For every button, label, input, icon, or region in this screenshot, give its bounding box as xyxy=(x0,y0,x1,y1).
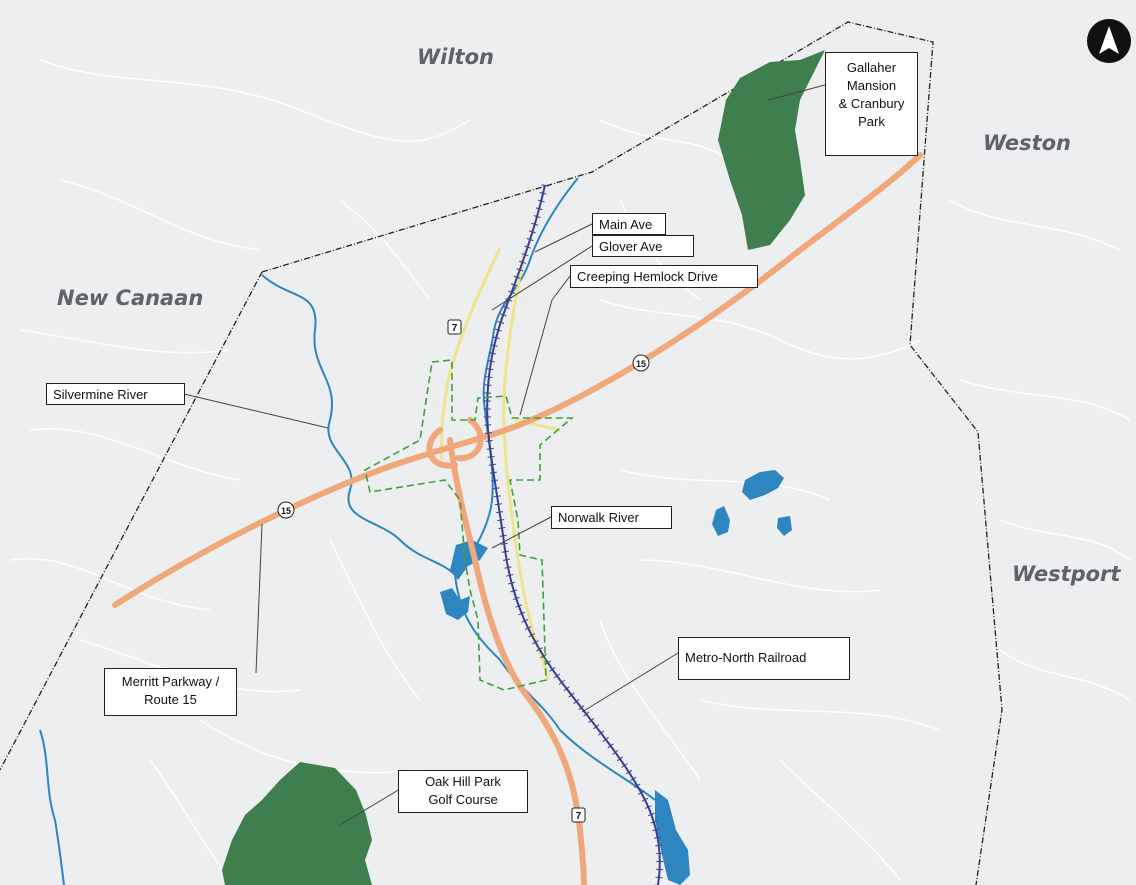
norwalk-river-line xyxy=(469,177,579,557)
north-arrow-icon xyxy=(1087,19,1131,63)
route-7-shield-label: 7 xyxy=(576,811,582,822)
callout-main-ave: Main Ave xyxy=(592,213,666,235)
callout-merritt-line-1: Merritt Parkway / xyxy=(121,674,220,689)
callout-oak-hill-park: Oak Hill Park Golf Course xyxy=(398,770,528,813)
town-label-new-canaan: New Canaan xyxy=(57,286,204,310)
western-stream-line xyxy=(39,729,65,885)
rivers xyxy=(39,177,656,885)
town-label-wilton: Wilton xyxy=(417,45,494,69)
town-boundary xyxy=(0,21,1003,885)
route-15-shield-label: 15 xyxy=(281,506,291,516)
oak-hill-park-area xyxy=(222,762,372,885)
merritt-parkway-road xyxy=(112,152,923,608)
town-label-westport: Westport xyxy=(1012,562,1121,586)
callout-gallaher-line-3: & Cranbury xyxy=(838,96,905,111)
callout-oak-hill-line-2: Golf Course xyxy=(428,792,498,807)
callout-gallaher-line-1: Gallaher xyxy=(846,60,897,75)
highways xyxy=(112,152,923,885)
callout-leaders xyxy=(183,84,826,826)
route-7-shield-south: 7 xyxy=(571,807,586,823)
route-7-road xyxy=(447,437,587,885)
callout-metro-north-railroad: Metro-North Railroad xyxy=(678,637,850,680)
callout-merritt-line-2: Route 15 xyxy=(144,692,197,707)
route-15-shield-east: 15 xyxy=(632,354,650,372)
silvermine-river-line xyxy=(261,274,656,801)
street-network xyxy=(9,59,1131,881)
gallaher-park-area xyxy=(718,50,825,250)
interchange-ramp-b xyxy=(455,417,484,462)
route-7-shield-label: 7 xyxy=(452,323,458,334)
callout-silvermine-river: Silvermine River xyxy=(46,383,185,405)
callout-creeping-hemlock-drive: Creeping Hemlock Drive xyxy=(570,265,758,288)
callout-norwalk-river: Norwalk River xyxy=(551,506,672,529)
callout-merritt-parkway: Merritt Parkway / Route 15 xyxy=(104,668,237,716)
callout-gallaher-mansion: Gallaher Mansion & Cranbury Park xyxy=(825,52,918,156)
town-label-weston: Weston xyxy=(983,131,1071,155)
callout-oak-hill-line-1: Oak Hill Park xyxy=(425,774,501,789)
metro-north-railroad-line xyxy=(483,184,664,885)
route-15-shield-label: 15 xyxy=(636,359,646,369)
callout-gallaher-line-2: Mansion xyxy=(846,78,897,93)
water-bodies xyxy=(440,470,792,885)
callout-gallaher-line-4: Park xyxy=(858,114,885,129)
route-15-shield-west: 15 xyxy=(277,501,295,519)
study-area-outline xyxy=(364,359,575,691)
route-7-shield-north: 7 xyxy=(447,319,462,335)
glover-ave-road xyxy=(502,249,550,681)
callout-glover-ave: Glover Ave xyxy=(592,235,694,257)
interchange-ramp-a xyxy=(426,427,458,469)
